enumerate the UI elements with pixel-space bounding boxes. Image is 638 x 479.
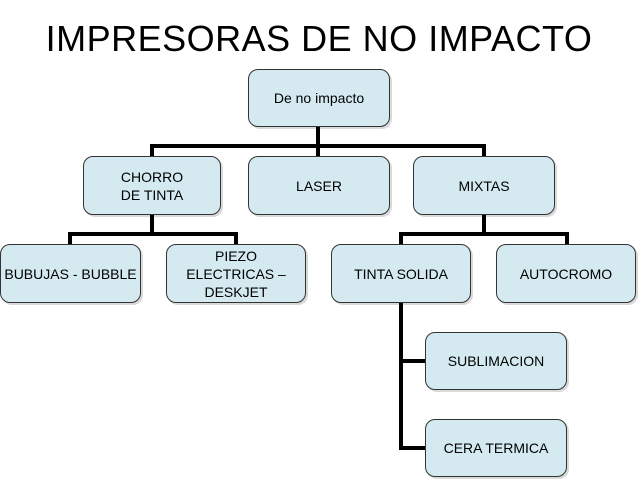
node-laser: LASER xyxy=(248,156,390,215)
node-label: CERA TERMICA xyxy=(443,440,549,456)
node-tinta-solida: TINTA SOLIDA xyxy=(331,244,471,303)
node-piezo-electricas: PIEZO ELECTRICAS – DESKJET xyxy=(166,244,306,303)
node-chorro-de-tinta: CHORRO DE TINTA xyxy=(83,156,221,215)
node-mixtas: MIXTAS xyxy=(413,156,555,215)
node-label: BUBUJAS - BUBBLE xyxy=(4,265,137,282)
node-bubujas-bubble: BUBUJAS - BUBBLE xyxy=(0,244,141,303)
node-label: CHORRO DE TINTA xyxy=(120,168,184,203)
node-cera-termica: CERA TERMICA xyxy=(425,419,567,477)
node-autocromo: AUTOCROMO xyxy=(496,244,636,303)
node-de-no-impacto: De no impacto xyxy=(248,69,390,127)
node-label: PIEZO ELECTRICAS – DESKJET xyxy=(186,247,286,300)
node-sublimacion: SUBLIMACION xyxy=(425,332,567,390)
node-label: SUBLIMACION xyxy=(447,353,545,369)
page-title: IMPRESORAS DE NO IMPACTO xyxy=(45,18,593,59)
node-label: AUTOCROMO xyxy=(519,265,613,282)
node-label: LASER xyxy=(296,177,342,194)
node-label: TINTA SOLIDA xyxy=(354,265,448,282)
node-label: De no impacto xyxy=(273,90,365,106)
node-label: MIXTAS xyxy=(458,177,510,194)
